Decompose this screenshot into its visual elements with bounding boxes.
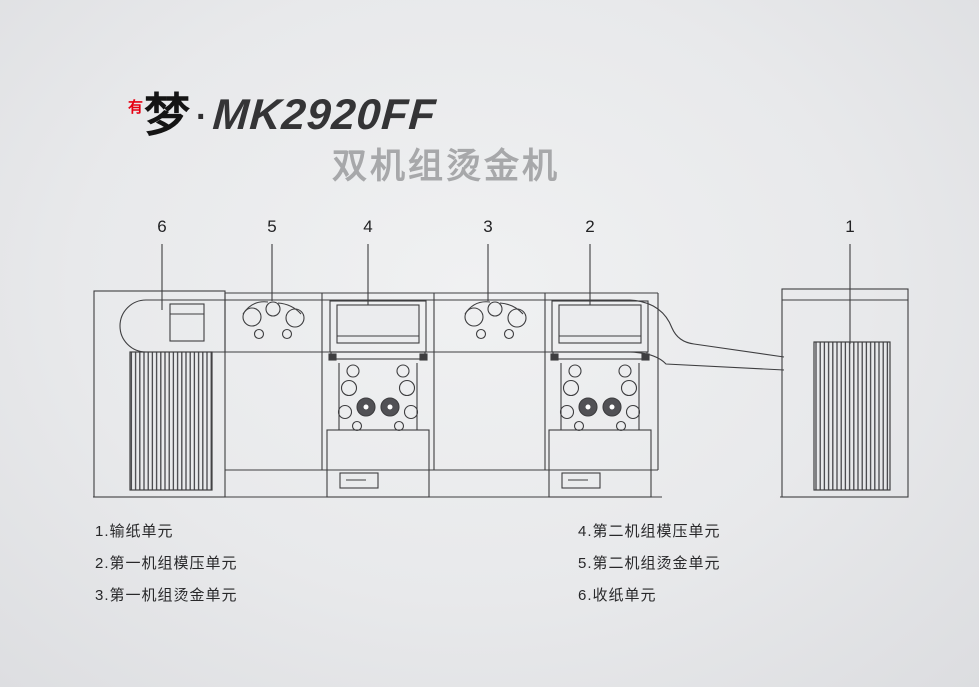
stamp-unit-2-drawing	[326, 300, 430, 498]
machine-subtitle: 双机组烫金机	[332, 147, 561, 186]
legend-item-5: 5.第二机组烫金单元	[578, 555, 721, 572]
callout-4: 4	[363, 217, 373, 236]
delivery-unit-drawing	[93, 290, 226, 498]
callout-6: 6	[157, 217, 167, 236]
legend-item-6: 6.收纸单元	[578, 587, 657, 604]
legend-item-2: 2.第一机组模压单元	[95, 555, 238, 572]
callout-3: 3	[483, 217, 493, 236]
callout-2: 2	[585, 217, 595, 236]
callout-5: 5	[267, 217, 277, 236]
legend-item-4: 4.第二机组模压单元	[578, 523, 721, 540]
callout-1: 1	[845, 217, 855, 236]
feeder-unit-drawing	[781, 288, 909, 498]
legend-right: 4.第二机组模压单元 5.第二机组烫金单元 6.收纸单元	[578, 522, 721, 618]
foil-unit-2-drawing	[242, 301, 305, 340]
stamp-unit-1-drawing	[548, 300, 652, 498]
title-block: 有 梦 · MK2920FF	[128, 89, 438, 148]
sheet-transport-path	[119, 292, 785, 471]
legend-left: 1.输纸单元 2.第一机组模压单元 3.第一机组烫金单元	[95, 522, 238, 618]
foil-unit-1-drawing	[464, 301, 527, 340]
brand-separator: ·	[196, 98, 208, 136]
brand-prefix-small: 有	[128, 99, 144, 116]
legend-item-3: 3.第一机组烫金单元	[95, 587, 238, 604]
legend-item-1: 1.输纸单元	[95, 523, 174, 540]
brand-prefix-large: 梦	[144, 89, 191, 141]
leader-lines	[161, 244, 851, 344]
